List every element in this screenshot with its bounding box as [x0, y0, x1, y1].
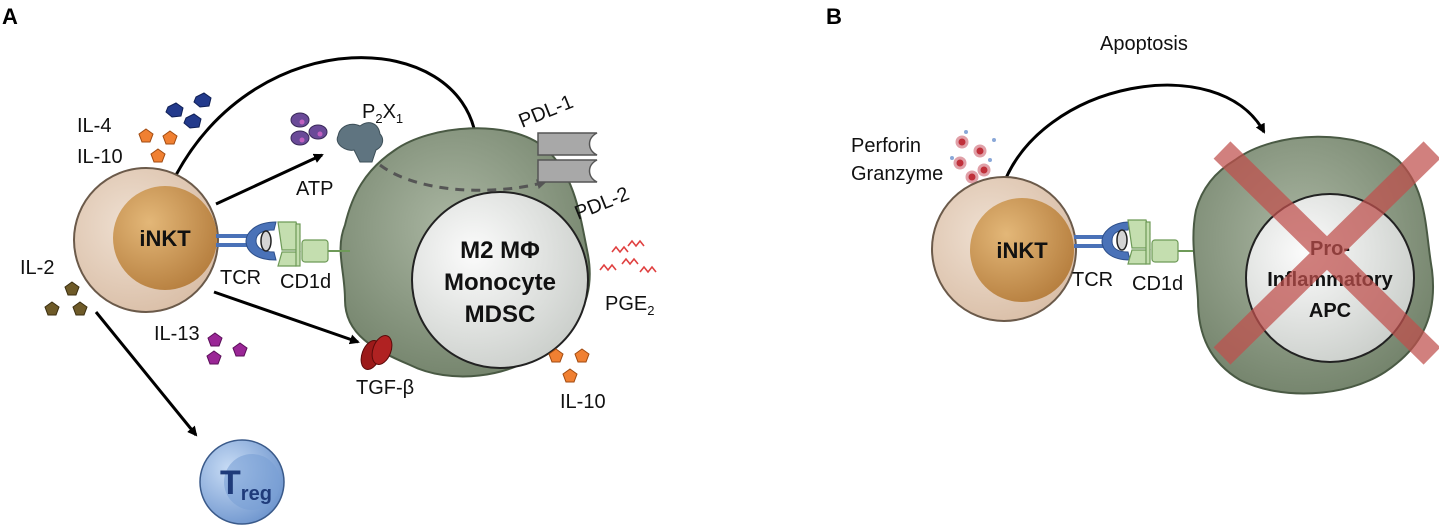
arrow-to-treg	[94, 311, 198, 437]
panel-a-letter: A	[2, 4, 18, 29]
perforin-label: Perforin	[851, 135, 921, 157]
cd1d-molecule-b	[1127, 219, 1198, 265]
arrow-to-atp	[215, 153, 324, 206]
tgfb-molecule	[360, 335, 393, 370]
tcr-label-b: TCR	[1072, 269, 1113, 291]
il2-label: IL-2	[20, 257, 54, 279]
signal-dashed-arrow	[379, 163, 547, 192]
pge2-molecules	[599, 239, 657, 274]
target-line3-b: APC	[1309, 300, 1351, 322]
target-line3-a: MDSC	[465, 301, 536, 328]
treg-cell: Treg	[199, 439, 285, 525]
target-line1-a: M2 MΦ	[460, 237, 540, 264]
atp-molecules	[290, 112, 328, 146]
inkt-cell-b: iNKT	[931, 176, 1077, 322]
arrow-apoptosis	[1000, 83, 1266, 189]
inkt-cell-a: iNKT	[73, 167, 219, 313]
pge2-label: PGE2	[605, 293, 654, 318]
pdl2-label: PDL-2	[572, 183, 633, 225]
treg-label: Treg	[220, 464, 272, 505]
tcr-receptor-a	[216, 221, 277, 261]
cd1d-molecule-a	[277, 221, 350, 267]
panel-b-letter: B	[826, 4, 842, 29]
p2x1-receptor	[336, 122, 384, 163]
cd1d-label-b: CD1d	[1132, 273, 1183, 295]
arrow-inkt-to-target	[174, 56, 480, 176]
inkt-label-b: iNKT	[996, 238, 1048, 263]
il2-molecules	[44, 281, 88, 316]
target-cell-a: M2 MΦ Monocyte MDSC	[339, 127, 591, 378]
tcr-label-a: TCR	[220, 267, 261, 289]
il10-molecules-left	[138, 128, 178, 163]
granule-specks	[950, 130, 996, 162]
pdl-receptors	[537, 132, 598, 183]
tcr-receptor-b	[1074, 221, 1131, 261]
il10-label-left: IL-10	[77, 146, 123, 168]
il10-molecules-right	[548, 348, 590, 383]
il10-label-right: IL-10	[560, 391, 606, 413]
il4-molecules	[165, 92, 212, 129]
inkt-label-a: iNKT	[139, 226, 191, 251]
p2x1-label: P2X1	[362, 101, 403, 126]
il13-molecules	[206, 332, 248, 365]
pdl1-label: PDL-1	[516, 91, 577, 133]
granzyme-label: Granzyme	[851, 163, 943, 185]
tgfb-label: TGF-β	[356, 377, 414, 399]
granzyme-granules	[953, 135, 991, 184]
il4-label: IL-4	[77, 115, 111, 137]
atp-label: ATP	[296, 178, 333, 200]
apoptosis-label: Apoptosis	[1100, 33, 1188, 55]
cross-out-x	[1213, 141, 1439, 365]
target-line2-a: Monocyte	[444, 269, 556, 296]
arrow-to-tgfb	[213, 290, 360, 345]
cd1d-label-a: CD1d	[280, 271, 331, 293]
il13-label: IL-13	[154, 323, 200, 345]
